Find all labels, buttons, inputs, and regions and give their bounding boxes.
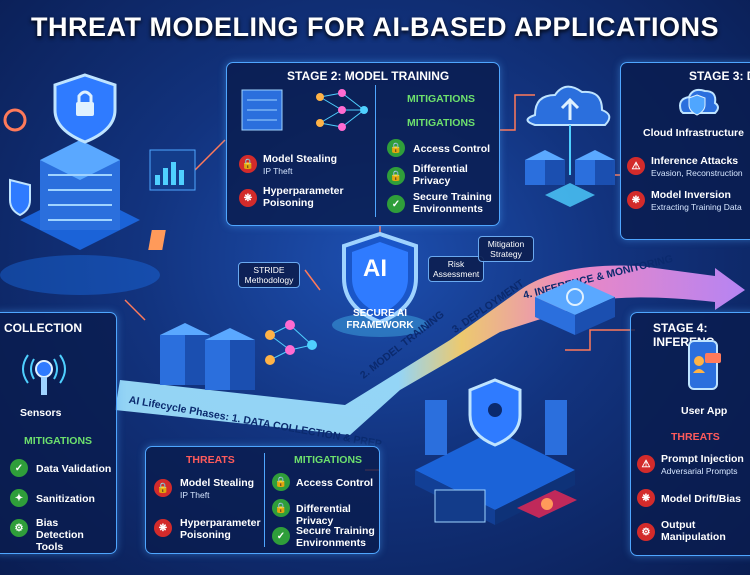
bottom-threat-label: Model Stealing [180, 477, 255, 489]
stage1-panel: COLLECTION Sensors MITIGATIONS ✓ Data Va… [0, 312, 117, 554]
cloud-infrastructure-label: Cloud Infrastructure [643, 127, 744, 139]
ai-shield-emblem [332, 231, 428, 337]
secure-platform-illustration [415, 378, 577, 525]
cloud-upload-illustration [525, 85, 615, 207]
mitigation-strategy-tag: Mitigation Strategy [478, 236, 534, 262]
check-shield-icon: ✓ [272, 527, 290, 545]
bottom-threat-sub: IP Theft [180, 490, 210, 500]
brain-icon: ❋ [627, 191, 645, 209]
server-rack-icon [241, 89, 283, 131]
stage3-threat-label: Inference Attacks [651, 155, 739, 167]
stage1-mitigation: Sanitization [36, 493, 95, 505]
stage2-threat-label: Hyperparameter Poisoning [263, 185, 344, 209]
stage2-threat-sub: IP Theft [263, 166, 293, 176]
stage4-threat-label: Prompt Injection [661, 453, 744, 465]
stage2-mitigations-header-1: MITIGATIONS [407, 93, 476, 105]
page-title: THREAT MODELING FOR AI-BASED APPLICATION… [31, 12, 719, 42]
virus-icon: ❋ [239, 189, 257, 207]
sanitize-icon: ✦ [10, 489, 28, 507]
deployment-server-illustration [535, 279, 615, 335]
stage4-threat-label: Model Drift/Bias [661, 493, 741, 505]
stage2-title: STAGE 2: MODEL TRAINING [287, 69, 450, 83]
lock-icon: 🔒 [239, 155, 257, 173]
risk-assessment-tag: Risk Assessment [428, 256, 484, 282]
stride-methodology-tag: STRIDE Methodology [238, 262, 300, 288]
sensors-label: Sensors [20, 407, 62, 419]
stage2-panel: STAGE 2: MODEL TRAINING MITIGATIONS MITI… [226, 62, 500, 226]
stage4-threat-sub: Adversarial Prompts [661, 466, 738, 476]
bottom-mitigation: Access Control [296, 477, 374, 489]
lock-icon: 🔒 [272, 499, 290, 517]
brain-icon: ❋ [637, 489, 655, 507]
manipulation-icon: ⚙ [637, 523, 655, 541]
stage1-mitigations-header: MITIGATIONS [24, 435, 93, 447]
lock-icon: 🔒 [387, 167, 405, 185]
sensor-icon [22, 354, 66, 395]
stage4-panel: STAGE 4: INFERENC User App THREATS ⚠ Pro… [630, 312, 750, 556]
stage1-mitigation: Bias Detection Tools [36, 517, 84, 553]
stage4-threats-header: THREATS [671, 431, 720, 443]
stage2-mitigation: Secure Training Environments [413, 191, 492, 215]
stage4-threat-label: Output Manipulation [661, 519, 726, 543]
stage1-mitigation: Data Validation [36, 463, 112, 475]
stage2-mitigations-header-2: MITIGATIONS [407, 117, 476, 129]
cloud-shield-icon [679, 88, 719, 116]
servers-network-illustration [160, 320, 317, 390]
server-shield-illustration [0, 73, 196, 295]
bottom-threats-header: THREATS [186, 454, 235, 466]
lock-icon: 🔒 [387, 139, 405, 157]
neural-network-icon [316, 89, 368, 131]
bottom-threat-label: Hyperparameter Poisoning [180, 517, 261, 541]
stage2-mitigation: Access Control [413, 143, 491, 155]
stage3-panel: STAGE 3: D Cloud Infrastructure ⚠ Infere… [620, 62, 750, 240]
injection-icon: ⚠ [637, 455, 655, 473]
stage3-threat-sub: Extracting Training Data [651, 202, 742, 212]
ai-label: AI [363, 255, 387, 282]
stage1-title: COLLECTION [4, 321, 82, 335]
mobile-app-icon [688, 340, 721, 390]
stage2-threat-label: Model Stealing [263, 153, 338, 165]
virus-icon: ❋ [154, 519, 172, 537]
hacker-icon: ⚠ [627, 157, 645, 175]
bottom-mitigations-header: MITIGATIONS [294, 454, 363, 466]
check-icon: ✓ [10, 459, 28, 477]
user-app-label: User App [681, 405, 728, 417]
bottom-threats-mitigations-panel: THREATS MITIGATIONS 🔒 Model Stealing IP … [145, 446, 380, 554]
bottom-mitigation: Secure Training Environments [296, 525, 375, 549]
check-shield-icon: ✓ [387, 195, 405, 213]
bottom-mitigation: Differential Privacy [296, 503, 351, 527]
stage3-threat-label: Model Inversion [651, 189, 731, 201]
bias-detection-icon: ⚙ [10, 519, 28, 537]
lock-icon: 🔒 [154, 479, 172, 497]
stage3-title: STAGE 3: D [689, 69, 750, 83]
lock-icon: 🔒 [272, 473, 290, 491]
stage3-threat-sub: Evasion, Reconstruction [651, 168, 743, 178]
secure-ai-framework: SECURE AI FRAMEWORK [346, 308, 414, 331]
stage2-mitigation: Differential Privacy [413, 163, 468, 187]
